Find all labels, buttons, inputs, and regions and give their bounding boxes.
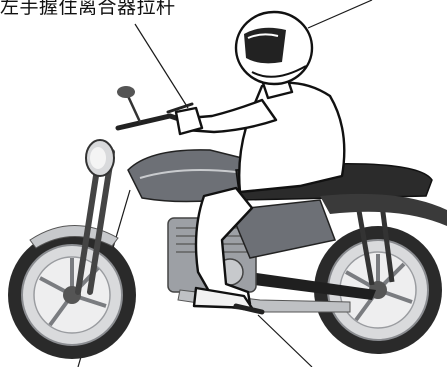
clutch-leader-line: [135, 24, 188, 108]
footrest-leader-line: [258, 315, 312, 367]
helmet-icon: [236, 12, 312, 84]
rider-hand: [176, 108, 202, 134]
mirror: [117, 86, 135, 98]
helmet-leader-line: [308, 0, 372, 28]
front-wheel: [8, 231, 136, 359]
headlight: [86, 140, 114, 176]
mirror-stem: [128, 96, 140, 122]
rider-torso: [239, 83, 344, 192]
